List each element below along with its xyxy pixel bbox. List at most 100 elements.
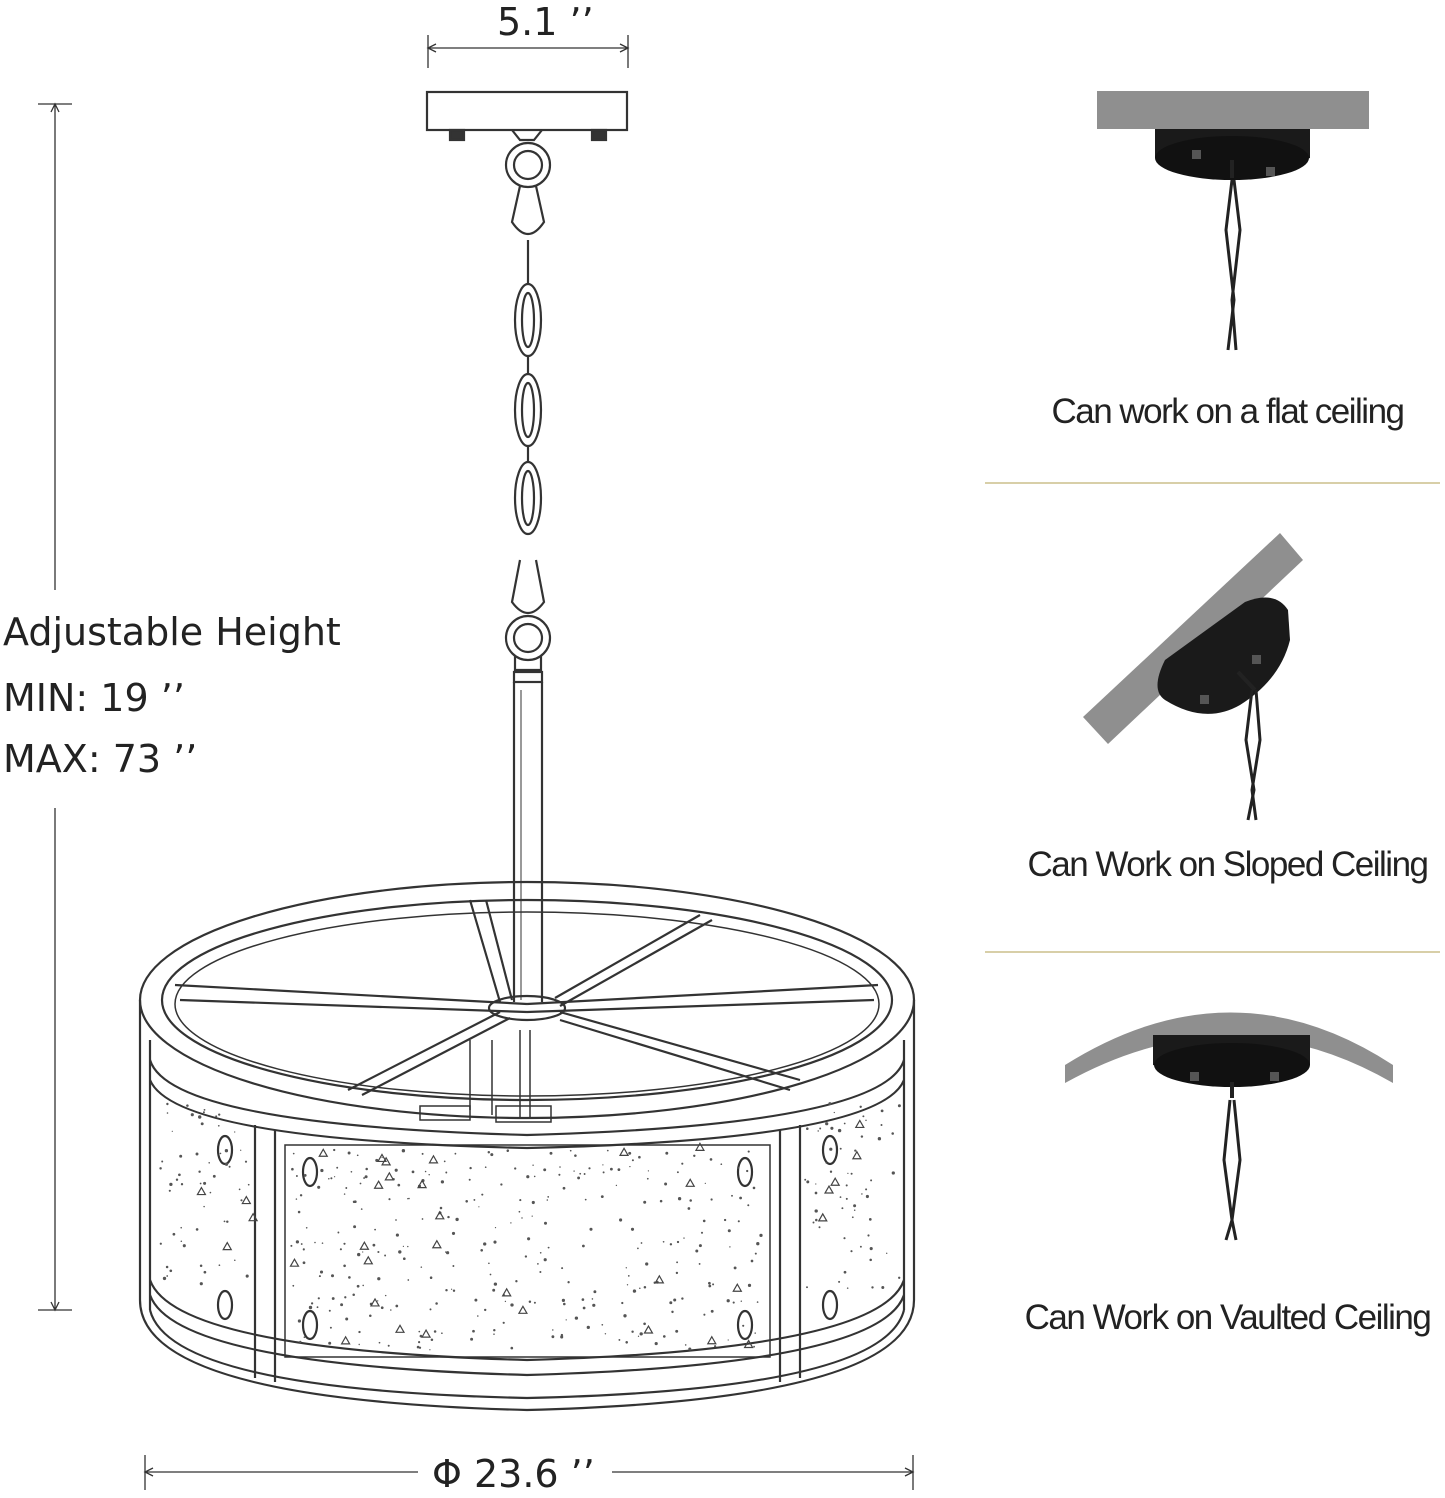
glass-seed xyxy=(430,1338,434,1342)
glass-seed xyxy=(209,1191,212,1194)
glass-seed xyxy=(537,1263,539,1265)
glass-seed xyxy=(843,1122,846,1125)
glass-seed xyxy=(870,1179,873,1182)
glass-seed xyxy=(424,1170,427,1173)
glass-seed xyxy=(199,1182,202,1185)
glass-seed xyxy=(487,1151,491,1154)
glass-seed xyxy=(377,1277,381,1281)
glass-seed xyxy=(395,1219,397,1221)
glass-seed xyxy=(676,1261,679,1264)
glass-seed xyxy=(454,1152,457,1155)
glass-seed xyxy=(818,1226,821,1229)
glass-seed xyxy=(847,1172,849,1175)
glass-seed xyxy=(615,1184,618,1187)
glass-bubble xyxy=(830,1177,841,1186)
glass-seed xyxy=(506,1149,510,1152)
glass-seed xyxy=(510,1222,512,1224)
glass-seed xyxy=(675,1271,679,1275)
glass-seed xyxy=(577,1176,581,1180)
glass-seed xyxy=(345,1317,349,1321)
glass-seed xyxy=(330,1177,333,1180)
glass-seed xyxy=(433,1330,437,1333)
glass-seed xyxy=(621,1301,624,1305)
glass-seed xyxy=(726,1299,730,1303)
glass-seed xyxy=(898,1276,901,1279)
glass-seed xyxy=(358,1330,361,1334)
glass-bubble xyxy=(417,1179,428,1189)
glass-seed xyxy=(356,1154,359,1157)
glass-bubble xyxy=(384,1171,395,1181)
glass-seed xyxy=(602,1171,605,1174)
glass-seed xyxy=(492,1288,496,1292)
glass-seed xyxy=(381,1156,383,1159)
glass-seed xyxy=(331,1297,335,1300)
glass-seed xyxy=(581,1298,585,1301)
glass-seed xyxy=(618,1338,621,1341)
glass-seed xyxy=(638,1155,641,1159)
glass-seed xyxy=(645,1262,649,1266)
glass-bubble xyxy=(289,1257,300,1267)
glass-bubble xyxy=(421,1328,432,1338)
glass-seed xyxy=(825,1122,829,1126)
glass-seed xyxy=(756,1301,759,1303)
glass-seed xyxy=(713,1345,717,1348)
glass-seed xyxy=(567,1281,570,1284)
glass-seed xyxy=(388,1198,391,1201)
glass-seed xyxy=(574,1316,579,1320)
glass-seed xyxy=(377,1250,380,1254)
glass-seed xyxy=(881,1286,885,1289)
glass-seed xyxy=(300,1243,303,1245)
glass-bubble xyxy=(654,1274,665,1284)
glass-seed xyxy=(675,1329,679,1333)
glass-seed xyxy=(560,1335,564,1339)
glass-seed xyxy=(429,1349,431,1351)
glass-seed xyxy=(500,1183,503,1186)
glass-seed xyxy=(662,1240,665,1243)
glass-seed xyxy=(843,1237,846,1240)
glass-seed xyxy=(712,1283,715,1286)
glass-seed xyxy=(162,1276,167,1281)
glass-seed xyxy=(490,1153,494,1157)
glass-seed xyxy=(739,1196,742,1200)
glass-seed xyxy=(316,1306,319,1309)
glass-seed xyxy=(484,1308,487,1312)
glass-seed xyxy=(843,1270,847,1274)
glass-seed xyxy=(865,1188,868,1191)
glass-seed xyxy=(746,1169,749,1173)
glass-bubble xyxy=(369,1297,381,1307)
glass-seed xyxy=(527,1237,531,1241)
glass-seed xyxy=(488,1262,490,1265)
glass-seed xyxy=(199,1282,203,1286)
glass-seed xyxy=(347,1151,351,1155)
glass-seed xyxy=(539,1270,542,1274)
glass-seed xyxy=(166,1102,169,1106)
glass-seed xyxy=(561,1298,566,1302)
glass-seed xyxy=(303,1174,307,1177)
glass-seed xyxy=(753,1345,755,1348)
glass-seed xyxy=(195,1228,199,1231)
glass-seed xyxy=(483,1242,487,1246)
glass-seed xyxy=(515,1280,518,1283)
glass-seed xyxy=(161,1160,164,1163)
glass-seed xyxy=(318,1275,321,1278)
glass-seed xyxy=(737,1220,740,1223)
glass-seed xyxy=(628,1151,632,1155)
glass-seed xyxy=(584,1198,587,1201)
glass-seed xyxy=(344,1296,347,1299)
glass-bubble xyxy=(685,1178,696,1187)
glass-seed xyxy=(445,1171,448,1174)
glass-seed xyxy=(504,1300,507,1303)
glass-seed xyxy=(708,1281,711,1285)
glass-seed xyxy=(218,1113,221,1116)
glass-seed xyxy=(533,1175,536,1178)
glass-seed xyxy=(639,1287,641,1290)
glass-seed xyxy=(295,1198,298,1200)
glass-seed xyxy=(637,1247,639,1250)
glass-seed xyxy=(169,1269,173,1273)
glass-seed xyxy=(747,1204,750,1207)
glass-seed xyxy=(853,1209,856,1211)
glass-seed xyxy=(708,1284,712,1288)
glass-seed xyxy=(494,1226,497,1229)
glass-seed xyxy=(291,1167,294,1171)
glass-seed xyxy=(223,1220,226,1223)
